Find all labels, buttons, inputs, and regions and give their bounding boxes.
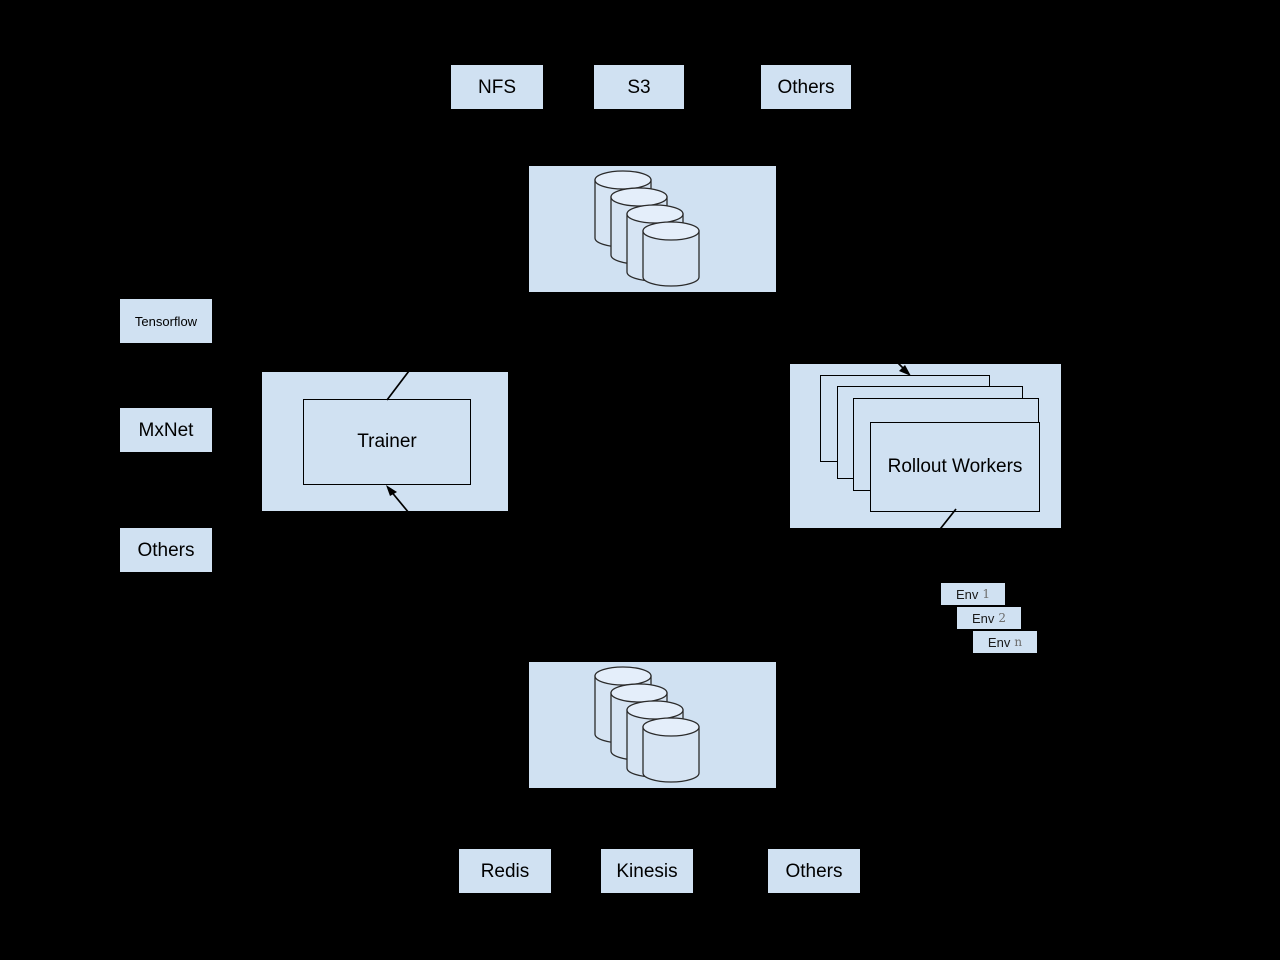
node-nfs[interactable]: NFS [451,65,543,109]
node-queue-others-label: Others [785,860,843,882]
experience-store-panel [529,662,776,788]
node-redis-label: Redis [480,860,530,882]
node-tensorflow[interactable]: Tensorflow [120,299,212,343]
env-chip-2[interactable]: Env 2 [957,607,1021,629]
node-framework-others[interactable]: Others [120,528,212,572]
node-framework-others-label: Others [137,539,195,561]
env-chip-3-index: n [1014,635,1023,649]
rollout-workers-label: Rollout Workers [887,456,1023,477]
node-s3[interactable]: S3 [594,65,684,109]
env-chip-1-name: Env [955,586,979,602]
env-chip-2-name: Env [971,610,995,626]
node-nfs-label: NFS [478,76,516,98]
env-chip-1[interactable]: Env 1 [941,583,1005,605]
env-chip-3-name: Env [987,634,1011,650]
env-chip-1-index: 1 [982,587,991,601]
trainer-label: Trainer [357,431,417,452]
model-store-panel [529,166,776,292]
node-tensorflow-label: Tensorflow [134,313,198,329]
node-storage-others-label: Others [777,76,835,98]
node-mxnet[interactable]: MxNet [120,408,212,452]
node-s3-label: S3 [627,76,651,98]
node-mxnet-label: MxNet [138,419,194,441]
node-kinesis[interactable]: Kinesis [601,849,693,893]
node-queue-others[interactable]: Others [768,849,860,893]
node-redis[interactable]: Redis [459,849,551,893]
env-chip-3[interactable]: Env n [973,631,1037,653]
env-chip-2-index: 2 [998,611,1007,625]
node-kinesis-label: Kinesis [616,860,678,882]
trainer-box[interactable]: Trainer [303,399,471,485]
node-storage-others[interactable]: Others [761,65,851,109]
rollout-worker-card-4[interactable]: Rollout Workers [870,422,1040,512]
